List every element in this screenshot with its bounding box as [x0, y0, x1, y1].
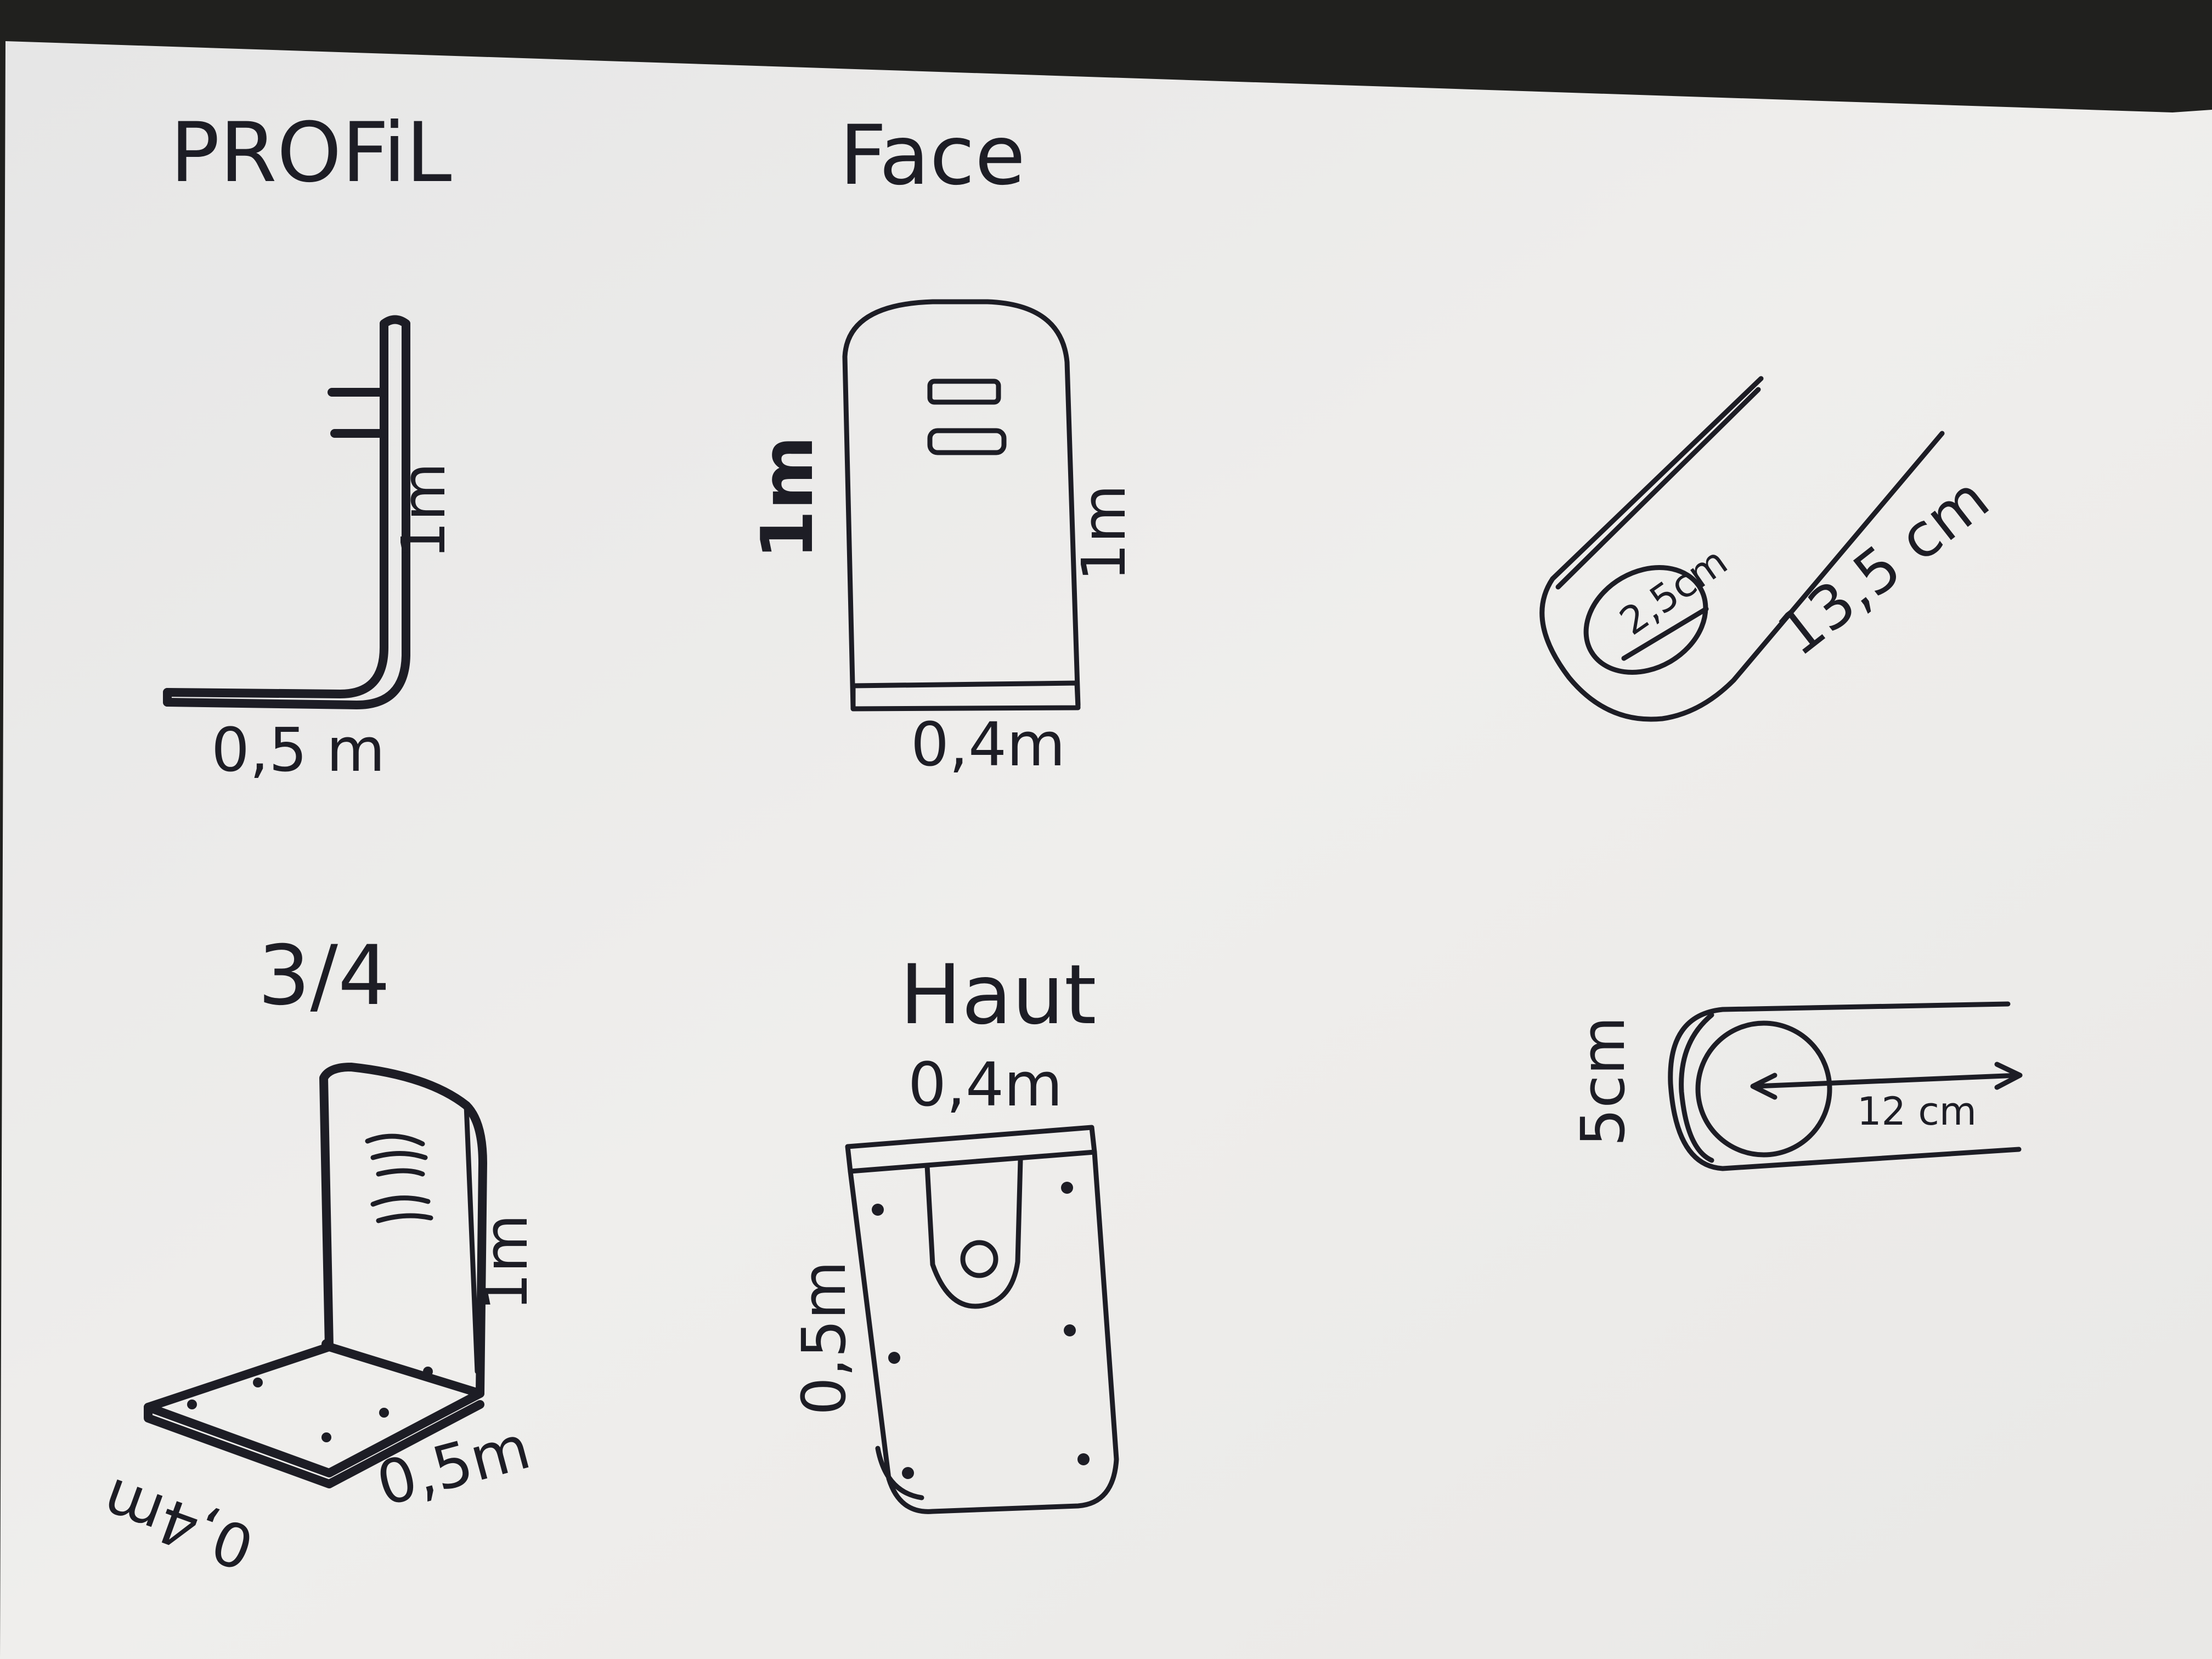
horizontal-length-arrow [1753, 1073, 2022, 1089]
arrow-head-right-icon [1994, 1062, 2023, 1090]
face-view: Face 1m 1m 0,4m [746, 108, 1139, 780]
three-quarter-height-label: 1m [471, 1214, 541, 1311]
horizontal-length-label: 12 cm [1857, 1089, 1977, 1134]
face-handle-slot-upper [927, 379, 1001, 405]
face-outline [842, 299, 1081, 710]
profil-view: PROFiL 1m 0,5 m [163, 105, 459, 785]
face-handle-slot-lower [927, 428, 1007, 455]
three-quarter-bolt-hole [253, 1378, 263, 1387]
three-quarter-back-edge [464, 1103, 480, 1374]
profil-top-cap [380, 315, 410, 328]
profil-shape-inner [163, 319, 410, 709]
three-quarter-base-panel [144, 1342, 484, 1477]
face-right-height-label: 1m [1069, 484, 1139, 582]
haut-handle-tab [924, 1158, 1023, 1309]
face-left-height-label: 1m [746, 436, 829, 560]
haut-corner-curve [875, 1446, 924, 1500]
haut-view: Haut 0,4m 0,5m [789, 947, 1119, 1514]
arrow-head-left-icon [1750, 1073, 1778, 1100]
diagonal-slot-hole [1583, 565, 1708, 675]
three-quarter-bolt-hole [187, 1400, 197, 1409]
three-quarter-handle-lower [370, 1195, 433, 1223]
haut-width-label: 0,4m [908, 1049, 1063, 1120]
haut-bolt-hole [902, 1467, 914, 1479]
three-quarter-bolt-hole [321, 1339, 331, 1349]
paper-sheet [0, 41, 2212, 1659]
three-quarter-bolt-hole [423, 1367, 433, 1376]
three-quarter-title: 3/4 [258, 928, 390, 1024]
haut-bolt-hole [1077, 1453, 1090, 1465]
three-quarter-handle-upper [365, 1133, 428, 1177]
horizontal-slot-inner-edge [1679, 1012, 1714, 1163]
diagonal-hole-dimension-line [1621, 606, 1709, 661]
horizontal-slot-outline [1668, 1001, 2022, 1171]
three-quarter-bolt-hole [321, 1432, 331, 1442]
three-quarter-back-panel [319, 1063, 487, 1398]
haut-depth-label: 0,5m [789, 1261, 859, 1415]
three-quarter-base-thickness [144, 1400, 484, 1488]
face-title: Face [839, 108, 1025, 204]
haut-bolt-hole [1064, 1324, 1076, 1336]
haut-title: Haut [900, 947, 1097, 1043]
profil-base-label: 0,5 m [211, 715, 385, 785]
haut-outline [848, 1149, 1119, 1514]
haut-bolt-hole [888, 1352, 900, 1364]
diagonal-slot-edge [1555, 387, 1761, 590]
horizontal-height-label: 5cm [1568, 1016, 1638, 1147]
haut-bolt-hole [872, 1204, 884, 1216]
horizontal-slot-detail: 5cm 12 cm [1568, 1001, 2023, 1171]
haut-mount-hole [960, 1240, 998, 1278]
profil-shape [163, 319, 388, 698]
profil-title: PROFiL [170, 105, 452, 201]
profil-height-label: 1m [388, 462, 459, 560]
diagonal-slot-outline [1539, 376, 1945, 722]
haut-bolt-hole [1061, 1182, 1073, 1194]
three-quarter-bolt-hole [379, 1408, 389, 1418]
horizontal-slot-hole [1695, 1020, 1832, 1158]
face-base [850, 680, 1081, 712]
face-width-label: 0,4m [911, 709, 1065, 780]
